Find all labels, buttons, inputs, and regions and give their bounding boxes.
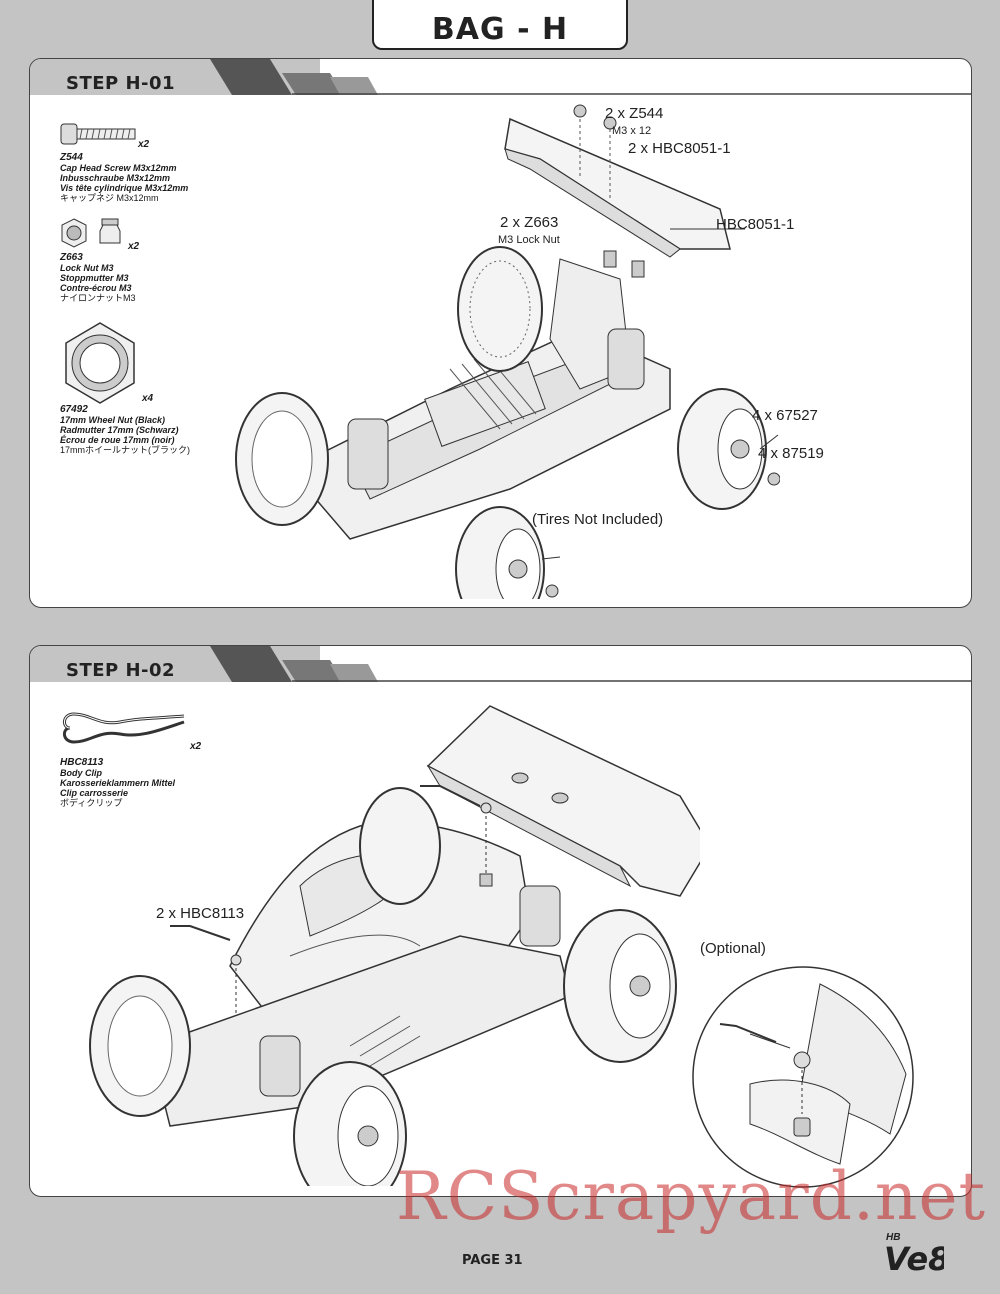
callout-hbc8051-washer: 2 x HBC8051-1	[628, 140, 731, 157]
part-qty: x4	[142, 393, 154, 404]
optional-detail-inset	[692, 966, 914, 1188]
callout-z663: 2 x Z663	[500, 214, 559, 231]
part-67492-desc: 67492 17mm Wheel Nut (Black) Radmutter 1…	[60, 404, 190, 456]
screw-icon	[60, 123, 136, 145]
callout-locknut-text: M3 Lock Nut	[498, 234, 560, 246]
part-desc-jp: ボディクリップ	[60, 798, 123, 808]
bag-title: BAG - H	[431, 12, 569, 47]
callout-nut: 4 x 87519	[758, 445, 824, 462]
part-desc-jp: キャップネジ M3x12mm	[60, 193, 159, 203]
callout-body-clip: 2 x HBC8113	[156, 905, 245, 922]
page-number: PAGE 31	[462, 1253, 523, 1268]
part-desc-en: Cap Head Screw M3x12mm	[60, 163, 177, 173]
part-desc-en: Body Clip	[60, 768, 102, 778]
lock-nut-icon	[61, 218, 121, 248]
step-h02-panel: STEP H-02 x2 HBC8113 Body Clip Karosseri…	[29, 645, 972, 1197]
step-title: STEP H-01	[66, 73, 176, 94]
part-desc-fr: Contre-écrou M3	[60, 283, 132, 293]
part-qty: x2	[190, 741, 202, 752]
part-desc-fr: Vis tête cylindrique M3x12mm	[60, 183, 189, 193]
part-desc-de: Inbusschraube M3x12mm	[60, 173, 171, 183]
part-desc-jp: ナイロンナットM3	[60, 293, 136, 303]
part-code: HBC8113	[60, 757, 104, 768]
part-code: Z663	[60, 252, 83, 263]
wheel-nut-icon	[65, 322, 135, 404]
callout-optional: (Optional)	[700, 940, 766, 957]
part-desc-de: Radmutter 17mm (Schwarz)	[60, 425, 179, 435]
part-code: Z544	[60, 152, 83, 163]
part-hbc8113-desc: HBC8113 Body Clip Karosserieklammern Mit…	[60, 757, 176, 809]
part-desc-jp: 17mmホイールナット(ブラック)	[60, 445, 190, 455]
part-desc-en: 17mm Wheel Nut (Black)	[60, 415, 166, 425]
part-desc-de: Stoppmutter M3	[60, 273, 129, 283]
callout-wheel: 4 x 67527	[752, 407, 818, 424]
part-desc-de: Karosserieklammern Mittel	[60, 778, 176, 788]
header-stripes	[210, 646, 971, 682]
body-mount-diagram	[89, 705, 700, 1186]
step-h01-panel: STEP H-01 x2 Z544 Cap Head Screw M3x12mm…	[29, 58, 972, 608]
part-z544-desc: Z544 Cap Head Screw M3x12mm Inbusschraub…	[60, 152, 189, 204]
callout-wing: HBC8051-1	[716, 216, 795, 233]
svg-text:HB: HB	[886, 1232, 900, 1243]
ve8-logo: HB Ve8	[884, 1232, 944, 1278]
part-qty: x2	[128, 241, 140, 252]
callout-m3x12: M3 x 12	[612, 121, 651, 138]
bag-title-tab: BAG - H	[372, 0, 628, 50]
part-z663-desc: Z663 Lock Nut M3 Stoppmutter M3 Contre-é…	[60, 252, 136, 304]
body-clip-icon	[63, 712, 185, 744]
part-code: 67492	[60, 404, 88, 415]
part-desc-en: Lock Nut M3	[60, 263, 114, 273]
callout-tires: (Tires Not Included)	[532, 511, 664, 528]
part-desc-fr: Écrou de roue 17mm (noir)	[60, 435, 175, 445]
step-title: STEP H-02	[66, 660, 176, 681]
callout-z544: 2 x Z544	[605, 105, 664, 122]
part-desc-fr: Clip carrosserie	[60, 788, 129, 798]
svg-text:Ve8: Ve8	[884, 1240, 944, 1278]
header-stripes	[210, 59, 971, 95]
part-qty: x2	[138, 139, 150, 150]
chassis-wing-assembly-diagram	[235, 104, 780, 599]
callout-locknut: M3 Lock Nut	[498, 230, 560, 247]
callout-m3x12-text: M3 x 12	[612, 125, 652, 137]
watermark: RCScrapyard.net	[396, 1158, 987, 1235]
